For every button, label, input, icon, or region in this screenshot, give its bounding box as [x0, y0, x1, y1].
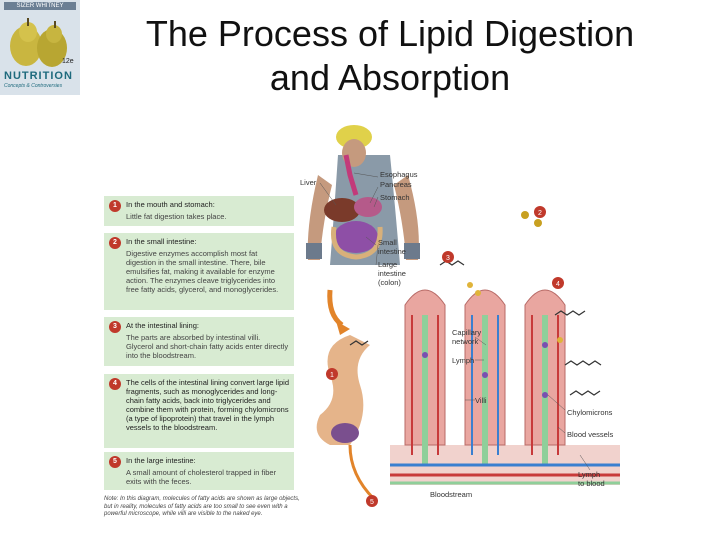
label-pancreas: Pancreas: [380, 180, 412, 189]
step-number: 5: [109, 456, 121, 468]
arrow-head: [336, 321, 350, 335]
label-large-intestine-1: Large: [378, 260, 397, 269]
label-lymph-to-blood-2: to blood: [578, 479, 605, 488]
step-heading: In the mouth and stomach:: [126, 200, 215, 209]
label-small-intestine-2: intestine: [378, 247, 406, 256]
label-bloodstream: Bloodstream: [430, 490, 472, 499]
glycerol-molecules: [467, 211, 563, 343]
stomach-shape: [354, 197, 382, 217]
step-panel-4: 4 The cells of the intestinal lining con…: [104, 374, 294, 448]
label-liver: Liver: [300, 178, 317, 187]
label-blood-vessels: Blood vessels: [567, 430, 614, 439]
step-heading: At the intestinal lining:: [126, 321, 199, 330]
esophagus-shape: [343, 154, 359, 196]
step-body: The parts are absorbed by intestinal vil…: [126, 333, 289, 360]
step-number: 2: [109, 237, 121, 249]
marker-5: 5: [370, 499, 374, 506]
large-intestine-shape: [330, 226, 383, 260]
intestine-cross-section: [331, 423, 359, 443]
lipid-digestion-diagram: Liver Esophagus Pancreas Stomach Small i…: [300, 125, 620, 507]
step-body: Little fat digestion takes place.: [126, 212, 227, 221]
marker-2: 2: [538, 210, 542, 217]
pears-illustration: [10, 18, 67, 67]
blood-vessel-2: [471, 315, 499, 455]
label-esophagus: Esophagus: [380, 170, 418, 179]
label-small-intestine-1: Small: [378, 238, 397, 247]
lacteal-3: [542, 315, 548, 465]
marker-3: 3: [446, 255, 450, 262]
title-line-2: and Absorption: [269, 57, 511, 98]
step-number: 3: [109, 321, 121, 333]
human-figure: [306, 125, 420, 265]
title-line-1: The Process of Lipid Digestion: [145, 13, 635, 54]
flow-arrow-lower: [348, 444, 376, 501]
label-chylomicrons: Chylomicrons: [567, 408, 613, 417]
book-cover: SIZER WHITNEY 12e NUTRITION Concepts & C…: [0, 0, 80, 95]
label-lymph: Lymph: [452, 356, 474, 365]
cover-brand: NUTRITION: [4, 70, 73, 82]
step-panel-1: 1 In the mouth and stomach: Little fat d…: [104, 196, 294, 226]
lacteal-2: [482, 315, 488, 465]
step-panel-3: 3 At the intestinal lining: The parts ar…: [104, 317, 294, 366]
marker-4: 4: [556, 281, 560, 288]
liver-shape: [324, 198, 360, 222]
step-heading: In the small intestine:: [126, 237, 197, 246]
label-lymph-to-blood-1: Lymph: [578, 470, 600, 479]
helmet-icon: [336, 125, 372, 149]
step-body: A small amount of cholesterol trapped in…: [126, 468, 277, 486]
cover-author-band: SIZER WHITNEY: [4, 2, 76, 10]
lacteal-1: [422, 315, 428, 465]
duodenum-section: [316, 335, 370, 445]
step-heading: In the large intestine:: [126, 456, 196, 465]
label-capillary-1: Capillary: [452, 328, 481, 337]
step-body: Digestive enzymes accomplish most fat di…: [126, 249, 279, 294]
fatty-acid-molecules: [349, 260, 602, 396]
step-heading: The cells of the intestinal lining conve…: [126, 378, 290, 432]
step-number: 1: [109, 200, 121, 212]
slide-title: The Process of Lipid Digestion and Absor…: [95, 12, 685, 100]
diagram-footnote: Note: In this diagram, molecules of fatt…: [104, 496, 300, 517]
intestinal-villi: [390, 289, 620, 485]
flow-arrow: [327, 289, 344, 328]
cover-edition: 12e: [62, 58, 74, 65]
label-large-intestine-2: intestine: [378, 269, 406, 278]
marker-1: 1: [330, 372, 334, 379]
label-large-intestine-3: (colon): [378, 278, 401, 287]
step-panel-2: 2 In the small intestine: Digestive enzy…: [104, 233, 294, 310]
blood-vessel-1: [411, 315, 439, 455]
step-number: 4: [109, 378, 121, 390]
small-intestine-shape: [334, 221, 378, 253]
label-capillary-2: network: [452, 337, 479, 346]
step-panel-5: 5 In the large intestine: A small amount…: [104, 452, 294, 490]
step-markers: 1 2 3 4 5: [326, 206, 564, 507]
cover-subtitle: Concepts & Controversies: [4, 83, 63, 89]
label-villi: Villi: [475, 396, 487, 405]
label-stomach: Stomach: [380, 193, 410, 202]
